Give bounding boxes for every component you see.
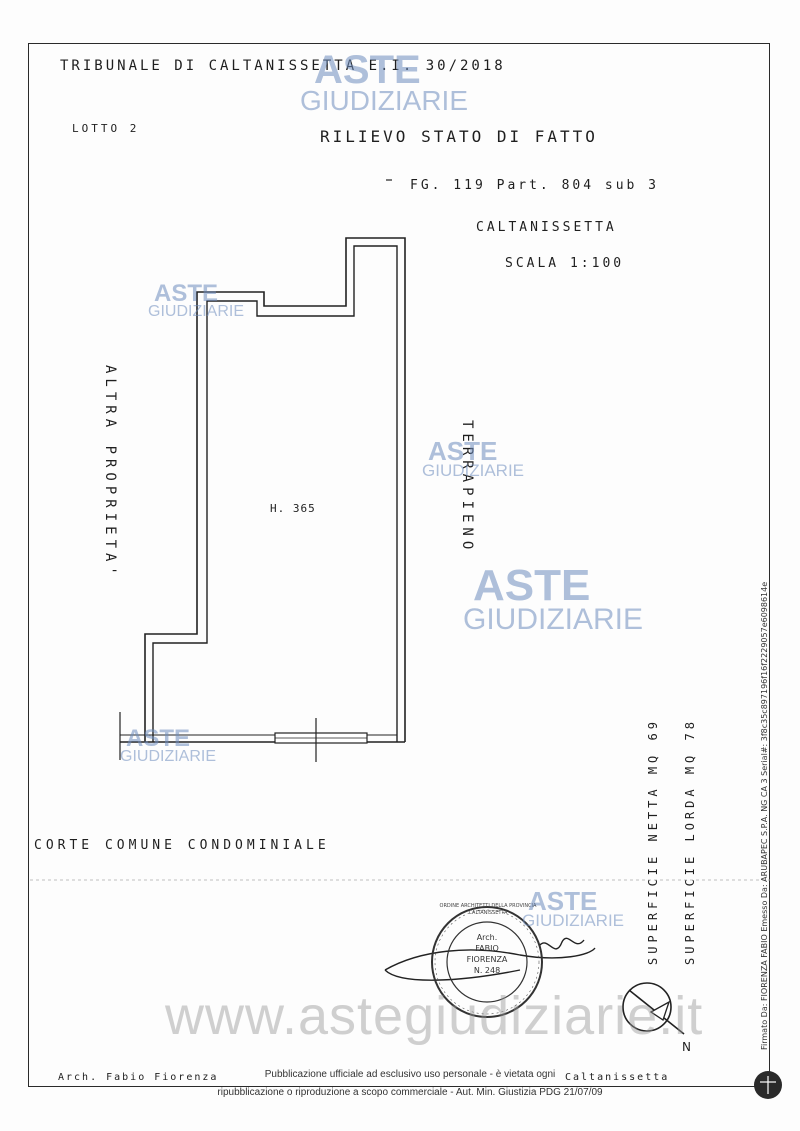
stamp-ring-text: ORDINE ARCHITETTI DELLA PROVINCIA CALTAN…	[439, 903, 537, 916]
outer-wall	[144, 237, 406, 742]
justice-badge-icon	[754, 1071, 782, 1099]
stamp-line-2: FABIO	[475, 944, 499, 953]
room-height-label: H. 365	[270, 502, 316, 515]
watermark-logo-bottom-left: ASTE GIUDIZIARIE	[120, 725, 217, 765]
stamp-text: Arch. FABIO FIORENZA N. 248	[447, 932, 527, 976]
watermark-logo-large: ASTE GIUDIZIARIE	[463, 561, 644, 636]
watermark-aste: ASTE	[314, 48, 421, 92]
north-label: N	[682, 1040, 691, 1054]
watermark-logo-bottom-right: ASTE GIUDIZIARIE	[522, 886, 625, 931]
courtyard-label: CORTE COMUNE CONDOMINIALE	[34, 838, 330, 853]
gross-area-label: SUPERFICIE LORDA MQ 78	[683, 718, 697, 965]
north-arrow-icon	[622, 982, 685, 1035]
scale-label: SCALA 1:100	[505, 256, 625, 271]
watermark-giudiziarie: GIUDIZIARIE	[422, 461, 525, 481]
watermark-aste: ASTE	[428, 436, 498, 466]
watermark-logo-center: ASTE GIUDIZIARIE	[422, 436, 525, 481]
lot-label: LOTTO 2	[72, 122, 140, 135]
left-boundary-label: ALTRA PROPRIETA'	[102, 365, 118, 580]
inner-wall	[152, 245, 398, 742]
footer-city: Caltanissetta	[565, 1072, 670, 1083]
court-title: TRIBUNALE DI CALTANISSETTA E.I. 30/2018	[60, 58, 506, 74]
stamp-line-3: FIORENZA	[466, 955, 508, 964]
watermark-aste: ASTE	[154, 280, 219, 307]
watermark-logo-top: ASTE GIUDIZIARIE	[300, 48, 469, 116]
watermark-aste: ASTE	[473, 561, 591, 610]
architect-stamp	[431, 906, 543, 1018]
stamp-line-4: N. 248	[473, 966, 501, 975]
watermark-url: www.astegiudiziarie.it	[165, 986, 704, 1046]
survey-title: RILIEVO STATO DI FATTO	[320, 127, 598, 146]
digital-signature-note: Firmato Da: FIORENZA FABIO Emesso Da: AR…	[760, 581, 769, 1050]
architect-name: Arch. Fabio Fiorenza	[58, 1072, 219, 1083]
watermark-giudiziarie: GIUDIZIARIE	[148, 302, 245, 320]
watermark-giudiziarie: GIUDIZIARIE	[300, 85, 469, 116]
publication-notice-line-1: Pubblicazione ufficiale ad esclusivo uso…	[264, 1069, 556, 1080]
stamp-line-1: Arch.	[476, 933, 498, 942]
cadastral-reference: FG. 119 Part. 804 sub 3	[410, 178, 660, 193]
watermark-giudiziarie: GIUDIZIARIE	[522, 911, 625, 931]
net-area-label: SUPERFICIE NETTA MQ 69	[646, 718, 660, 965]
watermark-giudiziarie: GIUDIZIARIE	[120, 747, 217, 765]
city-label: CALTANISSETTA	[476, 220, 617, 235]
watermark-aste: ASTE	[528, 886, 598, 916]
publication-notice-line-2: ripubblicazione o riproduzione a scopo c…	[217, 1087, 603, 1098]
watermark-logo-left: ASTE GIUDIZIARIE	[148, 280, 245, 320]
watermark-aste: ASTE	[126, 725, 191, 752]
watermark-giudiziarie: GIUDIZIARIE	[463, 602, 644, 636]
drawing-frame	[28, 43, 770, 1087]
